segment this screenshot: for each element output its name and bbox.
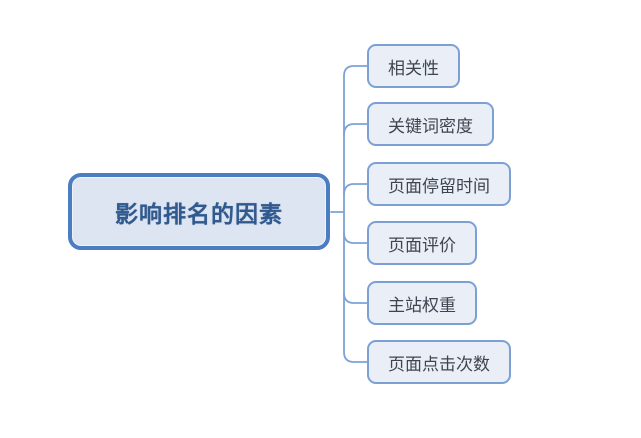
connector-branch-4 <box>343 232 368 244</box>
child-topic-page-click-count[interactable]: 页面点击次数 <box>367 340 511 384</box>
connector-branch-2 <box>343 123 368 136</box>
connector-branch-5 <box>343 292 368 304</box>
child-topic-relevance[interactable]: 相关性 <box>367 44 460 88</box>
connector-branch-6 <box>343 351 368 363</box>
child-topic-main-site-weight[interactable]: 主站权重 <box>367 281 477 325</box>
connector-branch-3 <box>343 183 368 196</box>
connector-branch-1 <box>343 65 368 77</box>
child-topic-page-dwell-time[interactable]: 页面停留时间 <box>367 162 511 206</box>
child-topic-page-rating[interactable]: 页面评价 <box>367 221 477 265</box>
child-topic-keyword-density[interactable]: 关键词密度 <box>367 102 494 146</box>
root-topic[interactable]: 影响排名的因素 <box>68 173 330 250</box>
